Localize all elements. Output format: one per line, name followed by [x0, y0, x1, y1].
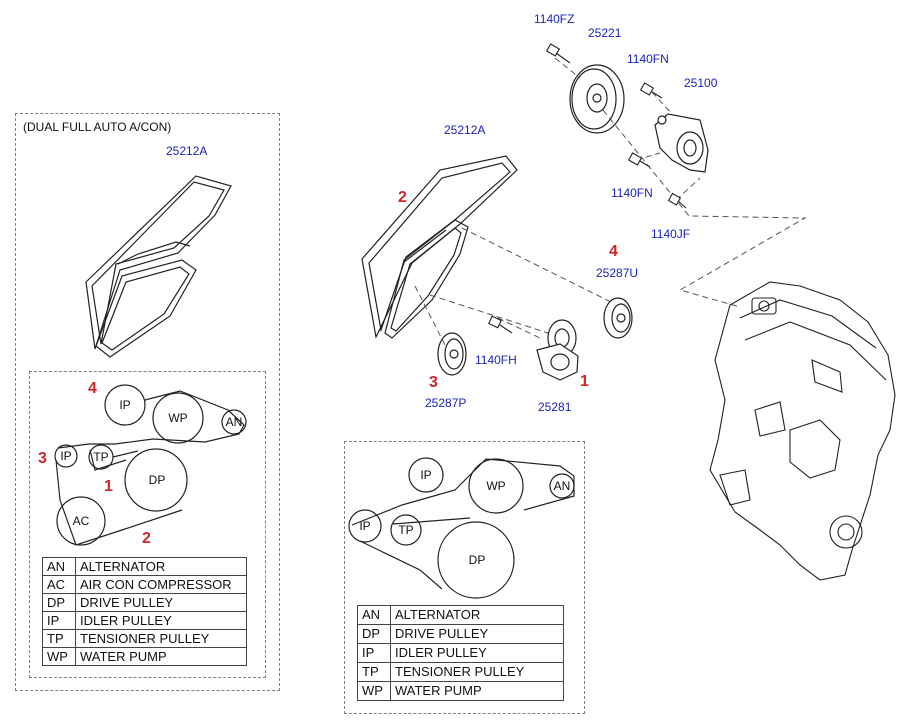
assembly-lines [414, 57, 807, 346]
part-1140fn-upper: 1140FN [627, 52, 669, 66]
left-callout-1: 1 [104, 478, 113, 495]
left-pulley-dp: DP [148, 473, 166, 487]
left-panel-frame [15, 113, 280, 691]
part-25287u: 25287U [596, 266, 639, 280]
callout-3: 3 [429, 374, 438, 391]
left-pulley-an: AN [225, 415, 243, 429]
bolt-drawings [488, 43, 687, 334]
part-1140fh: 1140FH [475, 353, 517, 367]
legend-code: DP [357, 624, 391, 644]
center-pulley-ip-left: IP [359, 519, 371, 533]
legend-code: DP [42, 593, 76, 612]
legend-desc: TENSIONER PULLEY [390, 662, 564, 682]
center-pulley-dp: DP [468, 553, 486, 567]
legend-code: AC [42, 575, 76, 594]
left-callout-2: 2 [142, 530, 151, 547]
center-pulley-tp: TP [398, 523, 414, 537]
main-belt-drawing [361, 155, 518, 339]
legend-code: WP [357, 681, 391, 701]
legend-code: IP [357, 643, 391, 663]
left-schematic [54, 384, 247, 546]
left-pulley-ip-left: IP [60, 449, 72, 463]
left-belt-drawing [85, 175, 232, 358]
left-panel-note: (DUAL FULL AUTO A/CON) [23, 120, 172, 134]
left-callout-4: 4 [88, 380, 97, 397]
legend-desc: WATER PUMP [75, 647, 247, 666]
center-panel-frame [344, 441, 585, 714]
center-pulley-wp: WP [486, 479, 506, 493]
idler-pulley-lower-drawing [437, 332, 467, 376]
legend-code: TP [42, 629, 76, 648]
legend-code: TP [357, 662, 391, 682]
left-belt-part-number: 25212A [166, 144, 208, 158]
legend-desc: DRIVE PULLEY [390, 624, 564, 644]
left-pulley-ip-top: IP [119, 398, 131, 412]
legend-desc: AIR CON COMPRESSOR [75, 575, 247, 594]
legend-desc: ALTERNATOR [75, 557, 247, 576]
part-25100: 25100 [684, 76, 718, 90]
left-callout-3: 3 [38, 450, 47, 467]
left-pulley-tp: TP [93, 450, 109, 464]
engine-block-drawing [709, 281, 896, 581]
center-schematic [348, 457, 575, 599]
callout-4: 4 [609, 243, 618, 260]
center-pulley-ip-top: IP [420, 468, 432, 482]
tensioner-drawing [536, 319, 579, 381]
legend-code: IP [42, 611, 76, 630]
part-25212a: 25212A [444, 123, 486, 137]
idler-pulley-upper-drawing [603, 297, 633, 339]
part-25221: 25221 [588, 26, 622, 40]
part-1140fn-lower: 1140FN [611, 186, 653, 200]
callout-2: 2 [398, 189, 407, 206]
legend-desc: ALTERNATOR [390, 605, 564, 625]
legend-desc: IDLER PULLEY [75, 611, 247, 630]
part-1140jf: 1140JF [651, 227, 691, 241]
part-25281: 25281 [538, 400, 572, 414]
water-pump-pulley-drawing [569, 64, 625, 134]
left-inner-frame [29, 371, 266, 678]
part-25287p: 25287P [425, 396, 467, 410]
callout-1: 1 [580, 373, 589, 390]
part-1140fz: 1140FZ [534, 12, 575, 26]
legend-code: AN [42, 557, 76, 576]
center-pulley-an: AN [553, 479, 571, 493]
legend-desc: TENSIONER PULLEY [75, 629, 247, 648]
legend-desc: IDLER PULLEY [390, 643, 564, 663]
legend-desc: WATER PUMP [390, 681, 564, 701]
water-pump-drawing [654, 113, 709, 173]
legend-desc: DRIVE PULLEY [75, 593, 247, 612]
legend-code: WP [42, 647, 76, 666]
left-pulley-wp: WP [168, 411, 188, 425]
left-pulley-ac: AC [72, 514, 90, 528]
legend-code: AN [357, 605, 391, 625]
